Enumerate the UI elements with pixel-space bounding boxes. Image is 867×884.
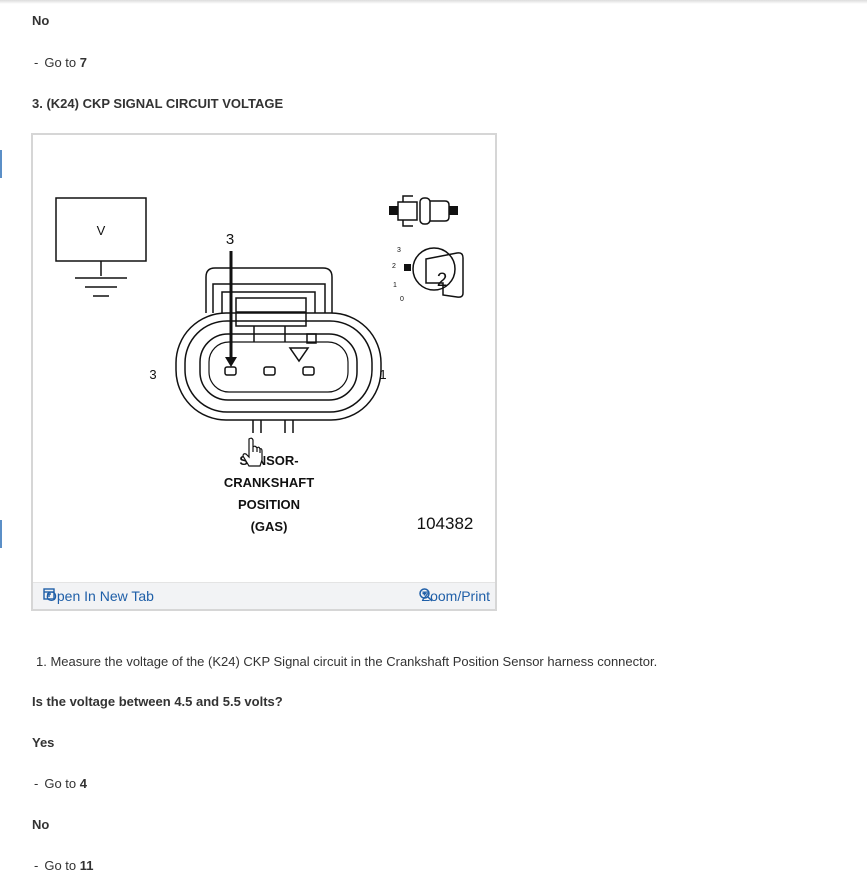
hand-cursor-icon	[242, 437, 263, 467]
terminal-2	[263, 366, 276, 376]
step-heading: 3. (K24) CKP SIGNAL CIRCUIT VOLTAGE	[32, 96, 284, 111]
top-shadow	[0, 0, 867, 4]
goto-step-number[interactable]: 4	[79, 776, 87, 791]
zoom-print-link[interactable]: Zoom/Print	[418, 588, 490, 604]
polarity-key	[288, 347, 310, 363]
connector-outer	[175, 312, 382, 421]
terminal-1	[302, 366, 315, 376]
open-new-tab-link[interactable]: Open In New Tab	[43, 588, 154, 604]
wiring-figure: V 3 3 1	[31, 133, 497, 611]
right-pin-label: 1	[379, 367, 386, 382]
connector-diagram: V 3 3 1	[55, 195, 474, 534]
instruction-text: 1. Measure the voltage of the (K24) CKP …	[36, 654, 658, 669]
goto-prefix: Go to	[44, 776, 77, 791]
zoom-print-label: Zoom/Print	[421, 588, 490, 604]
terminal-3	[224, 366, 237, 376]
goto-line: -Go to 11	[34, 858, 94, 873]
view-pin-label-0: 0	[400, 296, 404, 303]
caption-line-4: (GAS)	[251, 519, 288, 534]
open-new-tab-label: Open In New Tab	[46, 588, 154, 604]
view-number: 2	[437, 270, 448, 291]
goto-step-number[interactable]: 7	[79, 55, 87, 70]
question-text: Is the voltage between 4.5 and 5.5 volts…	[32, 694, 283, 709]
goto-line: -Go to 4	[34, 776, 87, 791]
caption-line-3: POSITION	[238, 497, 300, 512]
figure-toolbar: Open In New Tab Zoom/Print	[33, 582, 495, 609]
view-pin-label-2: 2	[392, 263, 396, 270]
probe-pin-label: 3	[226, 231, 234, 248]
view-pin-label-3: 3	[397, 247, 401, 254]
caption-line-2: CRANKSHAFT	[224, 475, 314, 490]
answer-no-label: No	[32, 13, 50, 28]
figure-number: 104382	[417, 514, 474, 533]
goto-step-number[interactable]: 11	[79, 858, 94, 873]
meter-label: V	[97, 223, 106, 238]
left-edge-marker	[0, 150, 2, 178]
connector-face	[199, 333, 358, 401]
goto-prefix: Go to	[44, 858, 77, 873]
left-pin-label: 3	[149, 367, 156, 382]
answer-yes-label: Yes	[32, 735, 55, 750]
goto-line: -Go to 7	[34, 55, 87, 70]
answer-no-label: No	[32, 817, 50, 832]
view-pin-label-1: 1	[393, 282, 397, 289]
connector-view-icon	[389, 195, 464, 298]
goto-prefix: Go to	[44, 55, 77, 70]
left-edge-marker	[0, 520, 2, 548]
